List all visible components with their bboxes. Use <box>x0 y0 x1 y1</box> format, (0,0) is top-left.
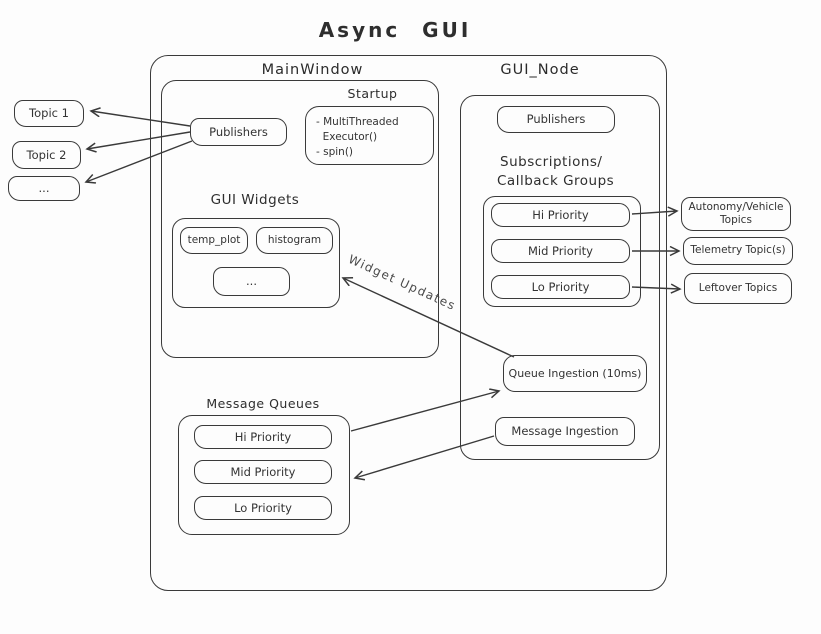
topic-more-node: ... <box>8 176 80 201</box>
startup-line: Executor() <box>316 131 378 144</box>
outer-frame <box>150 55 667 591</box>
subscriptions-label-line2: Callback Groups <box>497 173 615 189</box>
main-window-publishers-node: Publishers <box>190 118 287 146</box>
message-queue-lo-node: Lo Priority <box>194 496 332 520</box>
callback-lo-priority-node: Lo Priority <box>491 275 630 299</box>
callback-hi-priority-node: Hi Priority <box>491 203 630 227</box>
gui-node-label: GUI_Node <box>500 62 580 78</box>
gui-widgets-label: GUI Widgets <box>210 192 300 208</box>
queue-ingestion-node: Queue Ingestion (10ms) <box>503 355 647 392</box>
message-ingestion-node: Message Ingestion <box>495 417 635 446</box>
startup-line: - MultiThreaded <box>316 116 399 128</box>
telemetry-topics-node: Telemetry Topic(s) <box>683 237 793 265</box>
main-window-frame <box>161 80 439 358</box>
message-queue-hi-node: Hi Priority <box>194 425 332 449</box>
gui-widgets-frame <box>172 218 340 308</box>
message-queue-mid-node: Mid Priority <box>194 460 332 484</box>
startup-line: - spin() <box>316 146 354 159</box>
message-queues-label: Message Queues <box>206 396 320 411</box>
widget-histogram-node: histogram <box>256 227 333 254</box>
main-window-label: MainWindow <box>261 62 364 78</box>
diagram-title: Async GUI <box>318 18 472 42</box>
gui-node-publishers-node: Publishers <box>497 106 615 133</box>
message-queues-frame <box>178 415 350 535</box>
widget-temp-plot-node: temp_plot <box>180 227 248 254</box>
startup-node: - MultiThreaded Executor() - spin() <box>305 106 434 165</box>
callback-mid-priority-node: Mid Priority <box>491 239 630 263</box>
startup-label: Startup <box>347 86 398 101</box>
widget-more-node: ... <box>213 267 290 296</box>
subscriptions-label-line1: Subscriptions/ <box>500 154 603 170</box>
topic-1-node: Topic 1 <box>14 100 84 127</box>
leftover-topics-node: Leftover Topics <box>684 273 792 304</box>
topic-2-node: Topic 2 <box>12 141 81 169</box>
autonomy-vehicle-topics-node: Autonomy/Vehicle Topics <box>681 197 791 231</box>
